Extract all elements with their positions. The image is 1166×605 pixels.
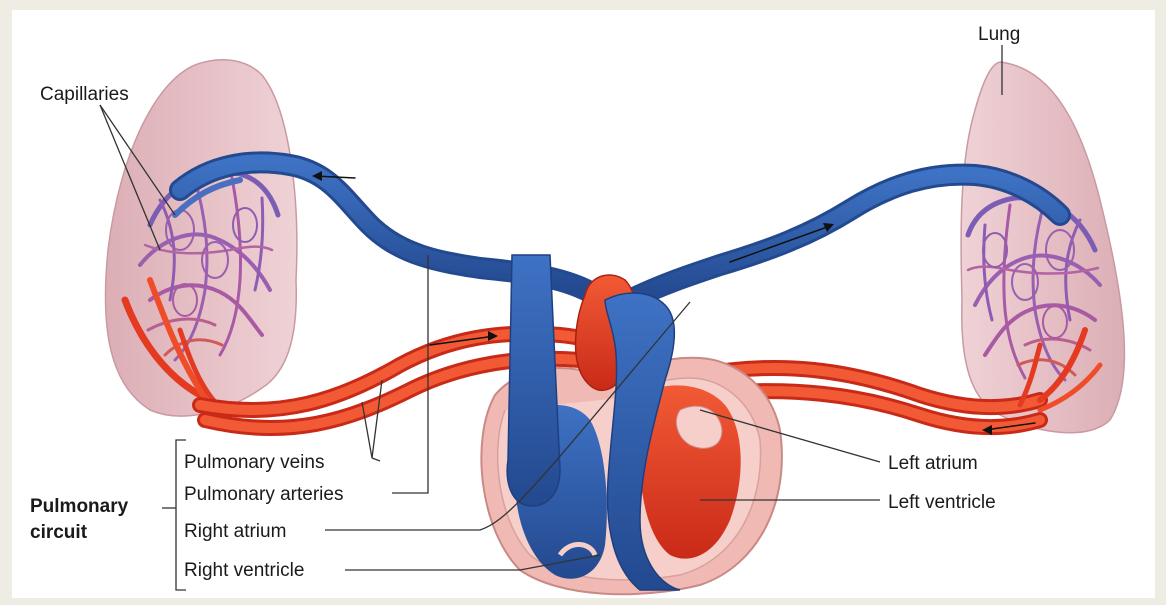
label-capillaries: Capillaries: [40, 84, 129, 105]
label-pulmonary-circuit-line2: circuit: [30, 522, 88, 543]
right-lung: [961, 62, 1124, 433]
left-lung: [105, 60, 296, 416]
label-right-ventricle: Right ventricle: [184, 560, 304, 581]
label-lung: Lung: [978, 24, 1020, 45]
label-right-atrium: Right atrium: [184, 521, 286, 542]
label-left-ventricle: Left ventricle: [888, 492, 996, 513]
label-pulmonary-veins: Pulmonary veins: [184, 452, 324, 473]
label-left-atrium: Left atrium: [888, 453, 978, 474]
label-pulmonary-circuit-line1: Pulmonary: [30, 496, 129, 517]
label-pulmonary-arteries: Pulmonary arteries: [184, 484, 343, 505]
